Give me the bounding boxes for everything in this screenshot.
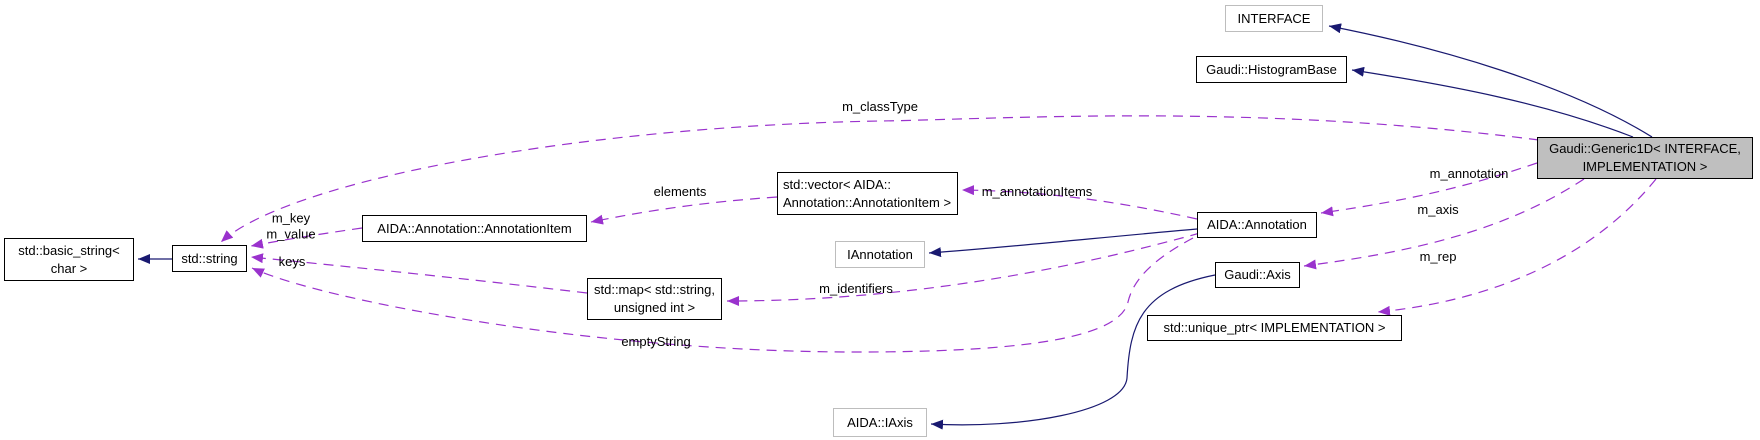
node-std-string[interactable]: std::string bbox=[172, 245, 247, 272]
edge-maxis bbox=[1303, 178, 1585, 270]
edge-mclasstype bbox=[220, 115, 1540, 243]
node-gaudi-generic1d: Gaudi::Generic1D< INTERFACE, IMPLEMENTAT… bbox=[1537, 137, 1753, 179]
node-std-basic-string[interactable]: std::basic_string< char > bbox=[4, 238, 134, 281]
edge-generic1d-to-interface bbox=[1328, 23, 1653, 138]
node-std-vector-annotationitem[interactable]: std::vector< AIDA:: Annotation::Annotati… bbox=[777, 172, 958, 215]
node-aida-annotationitem[interactable]: AIDA::Annotation::AnnotationItem bbox=[362, 215, 587, 242]
edge-axis-to-iaxis bbox=[930, 274, 1216, 430]
node-std-map[interactable]: std::map< std::string, unsigned int > bbox=[587, 278, 722, 320]
node-gaudi-axis[interactable]: Gaudi::Axis bbox=[1215, 262, 1300, 288]
edge-mannotation bbox=[1320, 162, 1538, 217]
edge-mkey-mvalue bbox=[250, 227, 363, 249]
edge-emptystring bbox=[251, 237, 1194, 353]
node-aida-annotation[interactable]: AIDA::Annotation bbox=[1197, 212, 1317, 238]
node-interface[interactable]: INTERFACE bbox=[1225, 5, 1323, 32]
edge-elements bbox=[590, 196, 778, 225]
edge-mrep bbox=[1377, 178, 1657, 316]
edge-annotation-to-iannotation bbox=[928, 228, 1198, 258]
edge-mannotationitems bbox=[961, 185, 1198, 220]
node-aida-iaxis[interactable]: AIDA::IAxis bbox=[833, 408, 927, 437]
node-iannotation[interactable]: IAnnotation bbox=[835, 241, 925, 268]
node-gaudi-histogrambase[interactable]: Gaudi::HistogramBase bbox=[1196, 56, 1347, 83]
edge-midentifiers bbox=[726, 232, 1201, 306]
edge-keys bbox=[250, 253, 588, 294]
node-std-unique-ptr[interactable]: std::unique_ptr< IMPLEMENTATION > bbox=[1147, 315, 1402, 341]
edge-generic1d-to-histogrambase bbox=[1351, 66, 1634, 138]
